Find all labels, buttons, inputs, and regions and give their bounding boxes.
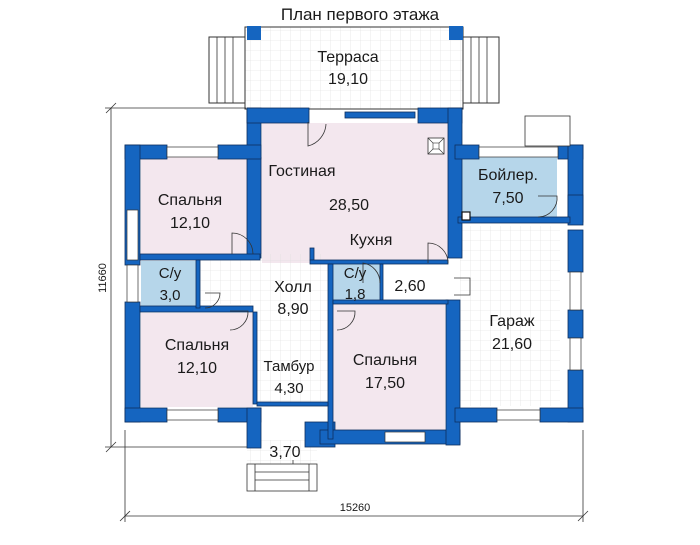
dimension-lines bbox=[105, 102, 589, 522]
hall-lower-floor bbox=[253, 304, 328, 404]
hall-area: 8,90 bbox=[277, 301, 308, 318]
dimension-height: 11660 bbox=[97, 263, 109, 293]
windows bbox=[126, 146, 582, 443]
kitchen-name: Кухня bbox=[350, 232, 393, 249]
bath-mid-name: С/у bbox=[344, 265, 367, 282]
porch-steps bbox=[246, 463, 318, 492]
plan-title: План первого этажа bbox=[281, 5, 440, 24]
bedroom-top-area: 12,10 bbox=[170, 215, 210, 232]
bath-left-name: С/у bbox=[159, 265, 182, 282]
bedroom-right-name: Спальня bbox=[353, 352, 417, 369]
bath-left-area: 3,0 bbox=[160, 287, 181, 304]
garage-area: 21,60 bbox=[492, 336, 532, 353]
pantry-area: 2,60 bbox=[394, 278, 425, 295]
bath-mid-area: 1,8 bbox=[345, 286, 366, 303]
garage-floor bbox=[460, 226, 560, 406]
bedroom-bottom-area: 12,10 bbox=[177, 360, 217, 377]
terrace-name: Терраса bbox=[317, 49, 378, 66]
porch-area: 3,70 bbox=[269, 444, 300, 461]
terrace-area: 19,10 bbox=[328, 71, 368, 88]
living-area: 28,50 bbox=[329, 197, 369, 214]
boiler-stoop bbox=[524, 115, 571, 147]
hall-name: Холл bbox=[274, 279, 312, 296]
fireplace bbox=[427, 137, 445, 155]
vestibule-name: Тамбур bbox=[264, 358, 315, 375]
terrace bbox=[208, 26, 500, 110]
bathroom-middle bbox=[333, 263, 380, 301]
bedroom-bottom-left bbox=[141, 313, 253, 407]
living-room bbox=[262, 123, 448, 263]
boiler-area: 7,50 bbox=[492, 190, 523, 207]
vestibule-area: 4,30 bbox=[274, 380, 303, 397]
bedroom-top-name: Спальня bbox=[158, 192, 222, 209]
bedroom-right bbox=[333, 303, 445, 444]
bedroom-bottom-name: Спальня bbox=[165, 337, 229, 354]
pantry-floor bbox=[382, 266, 446, 302]
kitchen-floor bbox=[310, 240, 448, 263]
bedroom-top-left bbox=[141, 157, 262, 254]
garage-name: Гараж bbox=[489, 313, 534, 330]
boiler-name: Бойлер. bbox=[478, 167, 538, 184]
bathroom-left bbox=[141, 261, 198, 308]
dimension-width: 15260 bbox=[340, 502, 371, 514]
bedroom-right-area: 17,50 bbox=[365, 375, 405, 392]
boiler-unit bbox=[461, 211, 471, 221]
boiler-room bbox=[460, 157, 557, 220]
living-name: Гостиная bbox=[268, 163, 335, 180]
